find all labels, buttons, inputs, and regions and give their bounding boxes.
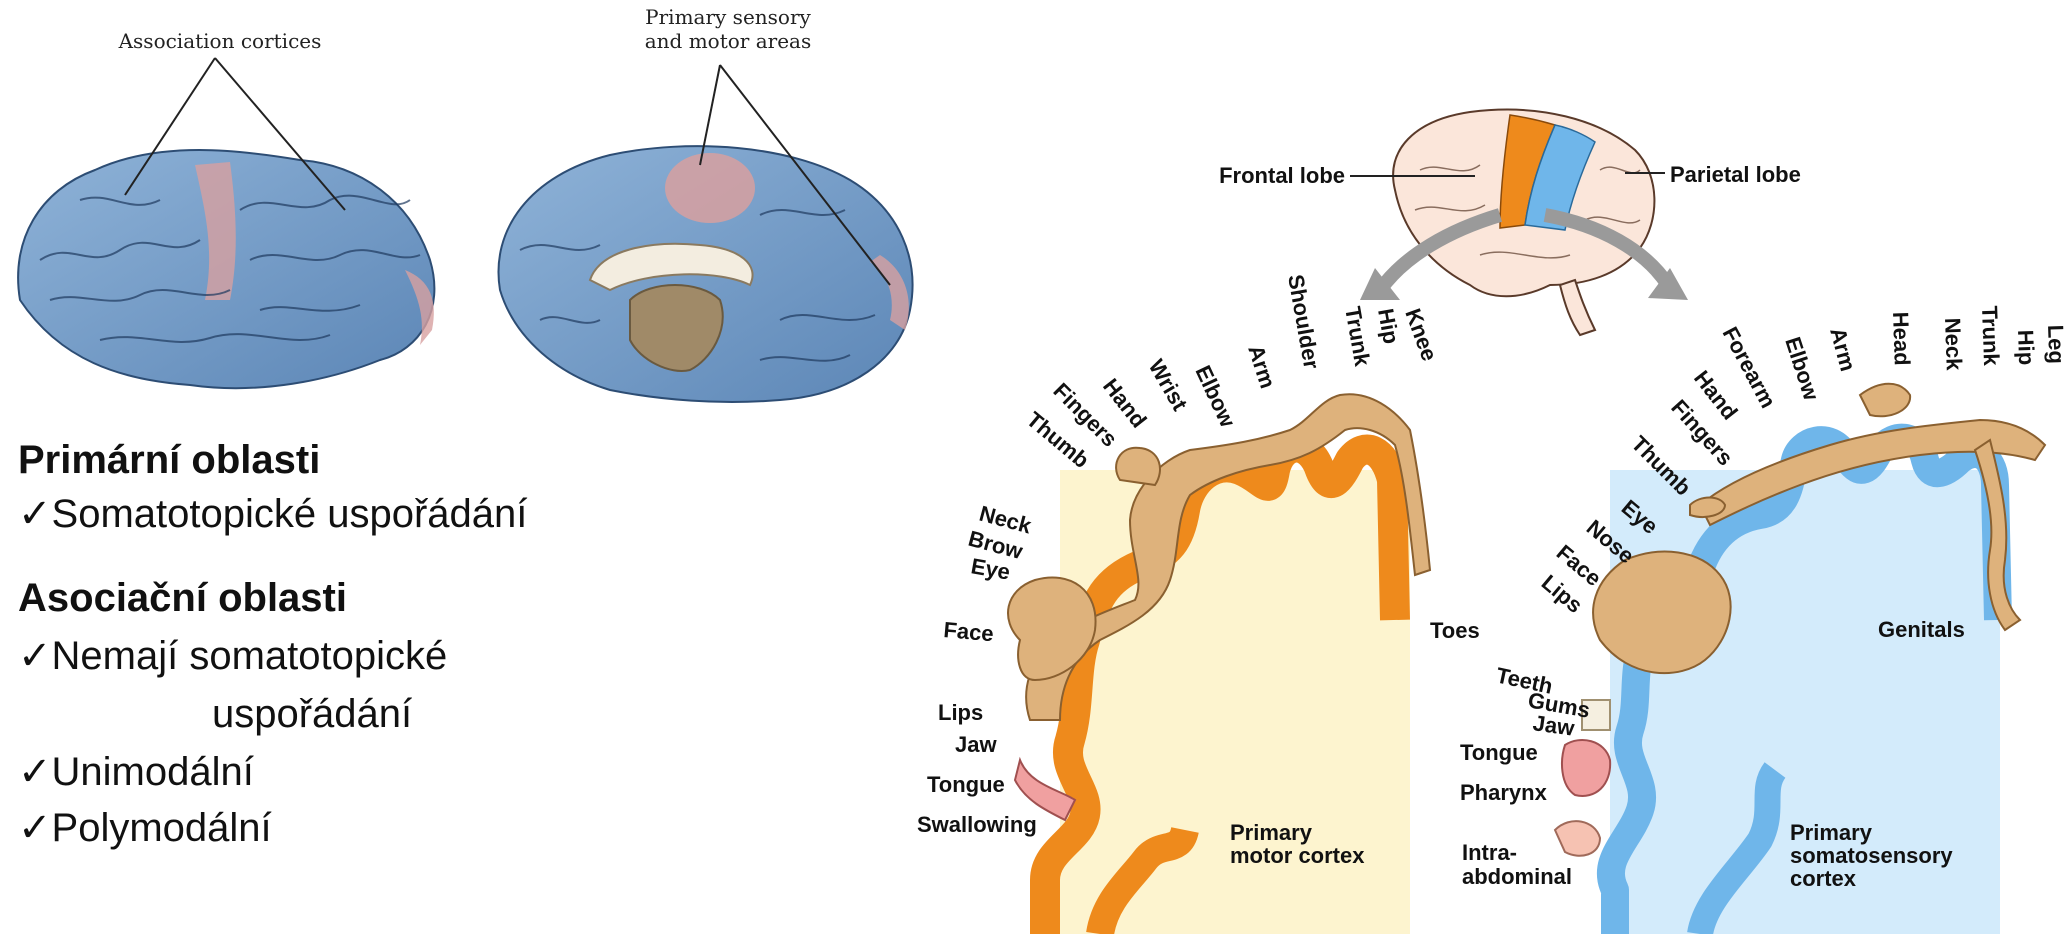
sensory-label: Trunk [1977,305,2004,366]
parietal-lobe-label: Parietal lobe [1670,162,1801,187]
sensory-label: Elbow [1780,334,1824,404]
sensory-label: Neck [1940,317,1967,371]
motor-label: Face [943,617,995,646]
motor-label: Hip [1373,307,1404,346]
item-unimodal-text: Unimodální [52,750,254,794]
frontal-lobe-label: Frontal lobe [1219,163,1345,188]
motor-label: Knee [1400,305,1442,364]
motor-label: Eye [969,553,1012,584]
lateral-brain [18,150,434,388]
motor-label: Wrist [1144,355,1193,415]
item-polymodal: ✓Polymodální [18,808,272,848]
small-brain [1393,110,1654,335]
heading-association-areas: Asociační oblasti [18,578,347,618]
item-no-somatotopic-cont: uspořádání [212,694,412,734]
item-somatotopic-text: Somatotopické uspořádání [52,492,528,536]
sensory-label: Intra- [1462,840,1517,865]
sensory-label: Head [1888,311,1915,366]
sensory-label: abdominal [1462,864,1572,889]
sensory-cortex-section: Primary somatosensory cortex [1555,384,2045,934]
medial-brain [498,146,912,402]
motor-label: Swallowing [917,812,1037,837]
motor-title-line2: motor cortex [1230,843,1365,868]
item-unimodal: ✓Unimodální [18,752,254,792]
sensory-label: Genitals [1878,617,1965,642]
item-no-somatotopic: ✓Nemají somatotopické [18,636,447,676]
primary-areas-label-line2: and motor areas [645,29,811,53]
motor-label: Elbow [1190,362,1240,432]
check-icon: ✓ [18,492,52,536]
motor-cortex-section: Primary motor cortex [1008,394,1430,934]
sensory-label: Leg [2043,324,2069,364]
check-icon: ✓ [18,750,52,794]
sensory-label: Tongue [1460,740,1538,765]
sensory-label: Arm [1825,325,1861,374]
sensory-label: Hip [2013,329,2039,365]
primary-areas-label-line1: Primary sensory [645,5,811,29]
motor-label: Shoulder [1283,273,1324,372]
item-no-somatotopic-text: Nemají somatotopické [52,634,448,678]
sensory-label: Jaw [1531,710,1577,741]
motor-label: Jaw [955,732,997,757]
motor-label: Tongue [927,772,1005,797]
check-icon: ✓ [18,806,52,850]
association-cortices-label: Association cortices [118,29,322,53]
sensory-title-line3: cortex [1790,866,1857,891]
heading-primary-areas: Primární oblasti [18,440,320,480]
sensory-title-line1: Primary [1790,820,1873,845]
motor-label: Lips [938,700,983,725]
item-somatotopic: ✓Somatotopické uspořádání [18,494,527,534]
sensory-title-line2: somatosensory [1790,843,1953,868]
motor-label: Trunk [1340,305,1375,369]
check-icon: ✓ [18,634,52,678]
motor-label: Toes [1430,618,1480,643]
item-polymodal-text: Polymodální [52,806,272,850]
sensory-label: Pharynx [1460,780,1548,805]
motor-title-line1: Primary [1230,820,1313,845]
motor-label: Arm [1243,342,1280,392]
